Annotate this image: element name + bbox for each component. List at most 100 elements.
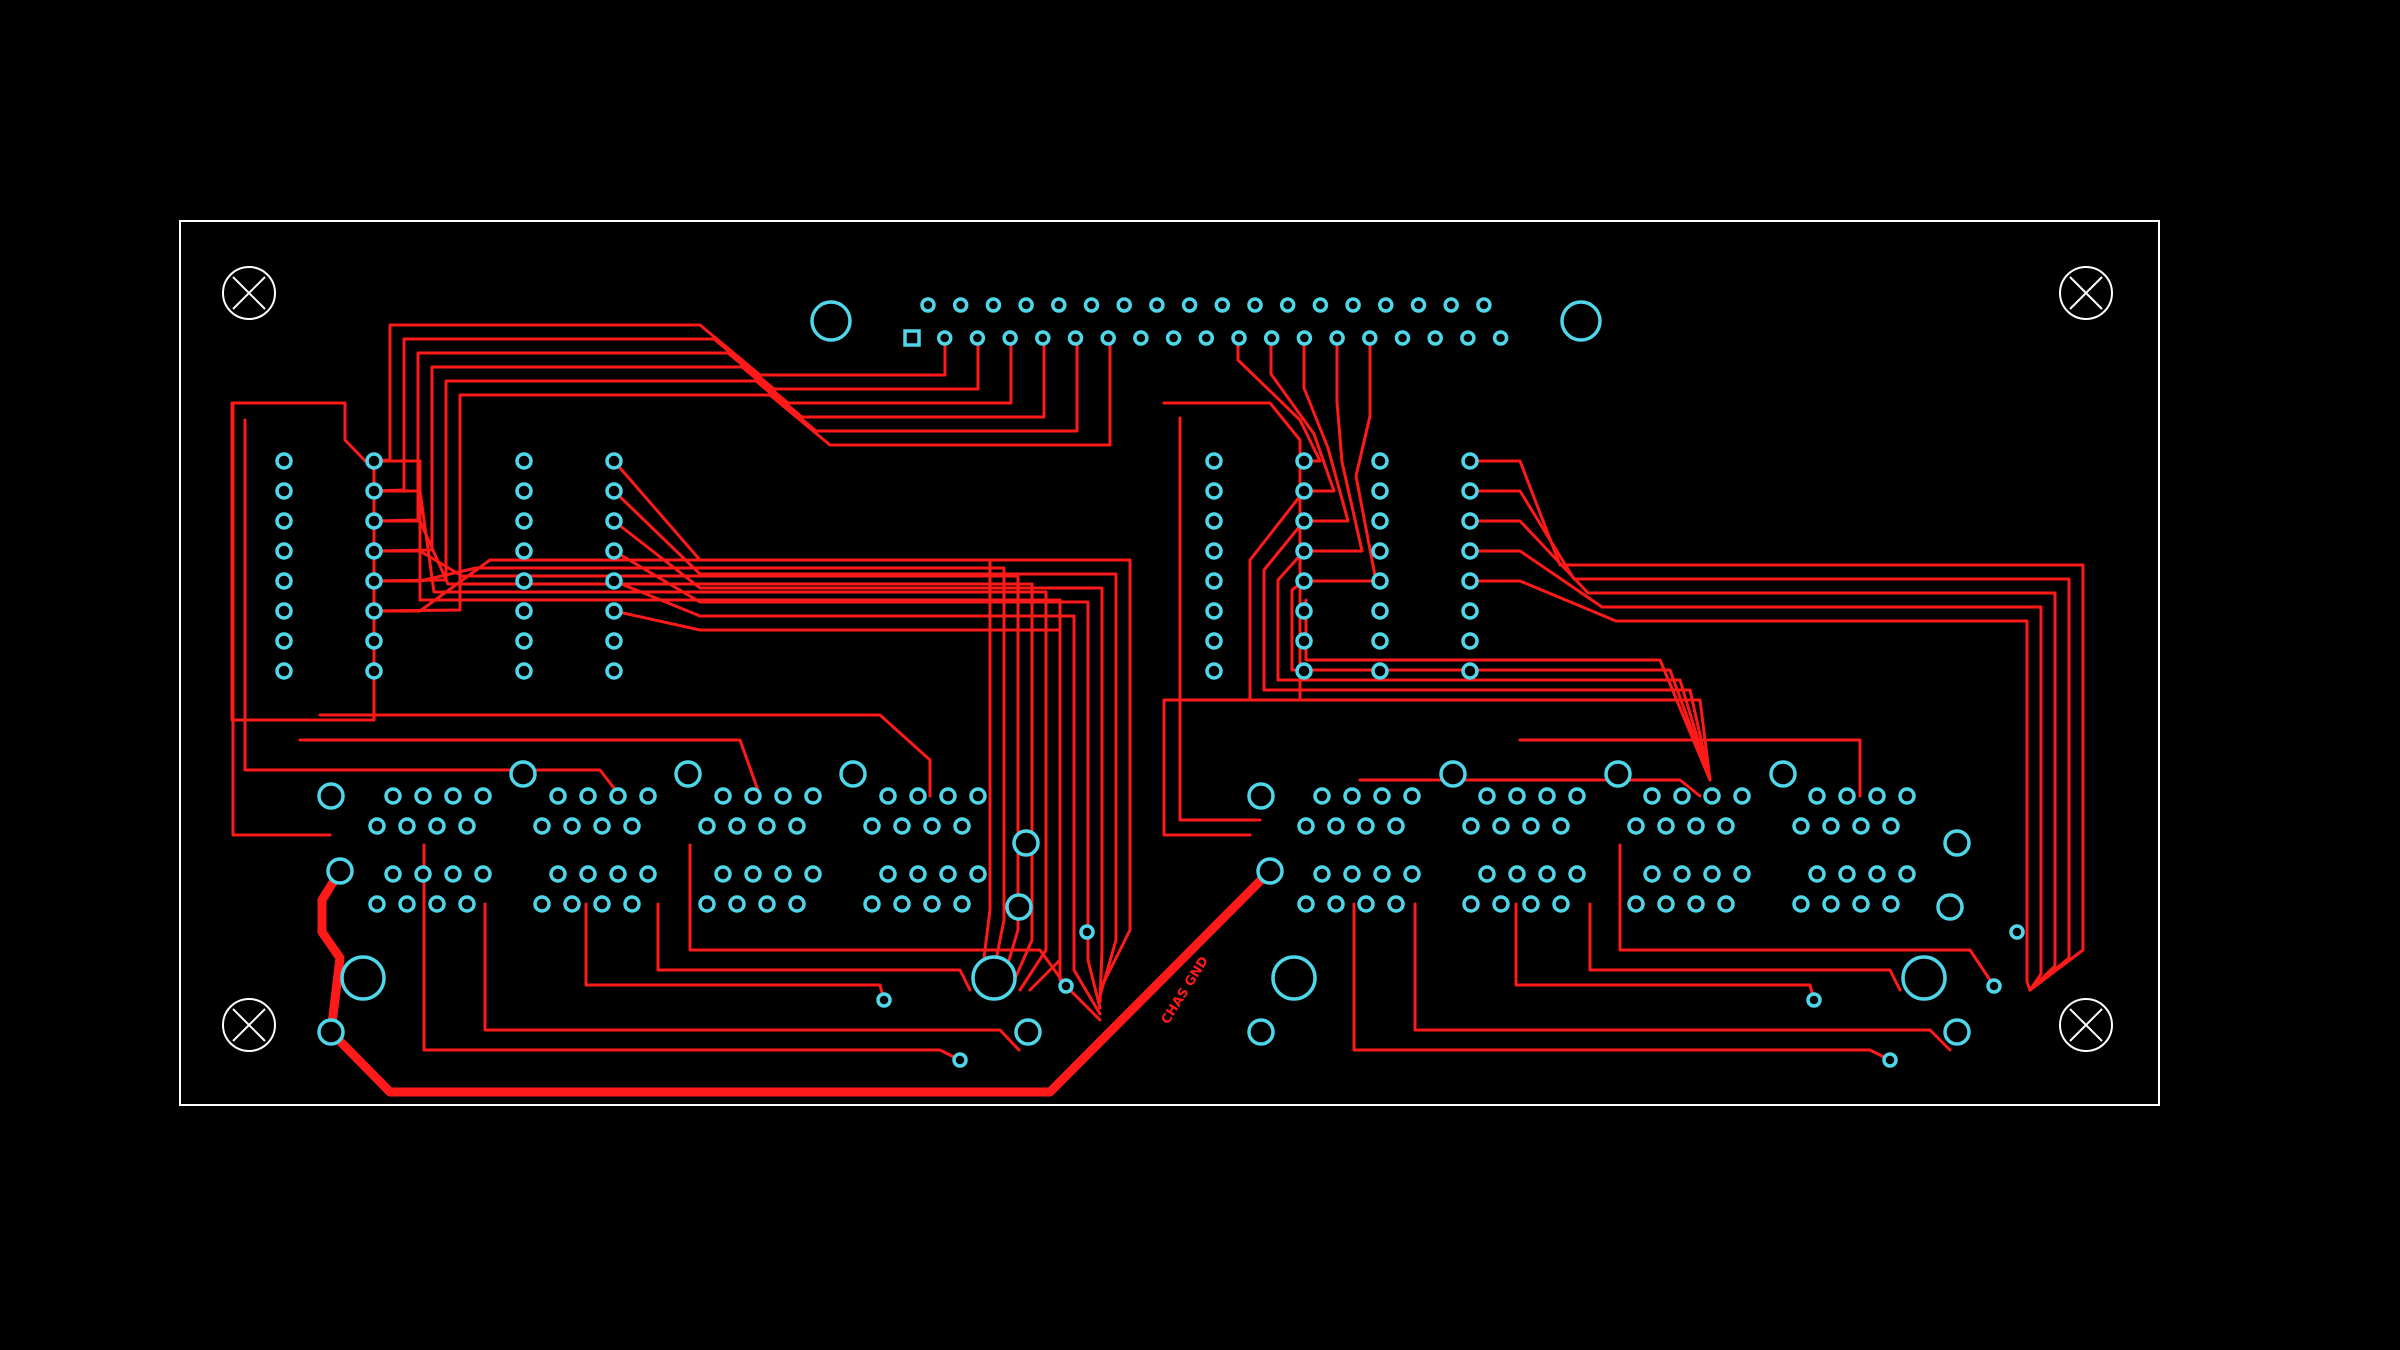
- relay-pin: [414, 787, 432, 805]
- trace: [612, 519, 1104, 1004]
- ic-pin: [275, 602, 293, 620]
- ground-traces: [317, 866, 1275, 1097]
- large-pad: [1769, 760, 1797, 788]
- relay-pin: [1327, 895, 1345, 913]
- trace: [688, 843, 1068, 988]
- relay-pin: [593, 817, 611, 835]
- relay-pin: [863, 817, 881, 835]
- trace: [1290, 579, 1712, 782]
- ic-pin: [605, 632, 623, 650]
- relay-pin: [939, 787, 957, 805]
- ic-pin: [1371, 482, 1389, 500]
- via: [1806, 992, 1822, 1008]
- header-pin: [1083, 297, 1100, 313]
- trace: [1262, 519, 1712, 782]
- header-pin: [1427, 330, 1443, 346]
- relay-pin: [1327, 817, 1345, 835]
- trace: [1413, 902, 1952, 1052]
- ic-pin: [1295, 632, 1313, 650]
- ic-pin: [365, 572, 383, 590]
- relay-pin: [639, 865, 657, 883]
- large-pad: [1943, 1018, 1971, 1046]
- ic-pin: [365, 482, 383, 500]
- ic-pin: [275, 452, 293, 470]
- relay-pin: [728, 895, 746, 913]
- trace: [612, 489, 1118, 998]
- trace: [1588, 902, 1902, 992]
- relay-pin: [533, 817, 551, 835]
- relay-pin: [774, 787, 792, 805]
- x-circle-icon: [222, 998, 276, 1052]
- board-outline: [179, 220, 2160, 1106]
- via: [1986, 978, 2002, 994]
- ic-pin: [1371, 602, 1389, 620]
- relay-pin: [1643, 865, 1661, 883]
- trace: [612, 579, 1102, 1016]
- ic-pin: [365, 632, 383, 650]
- large-pad: [1604, 760, 1632, 788]
- relay-pin: [1627, 817, 1645, 835]
- trace: [372, 519, 1034, 992]
- relay-pin: [1868, 787, 1886, 805]
- relay-pin: [893, 895, 911, 913]
- large-pad: [326, 857, 354, 885]
- trace: [612, 609, 1102, 1022]
- ic-pin: [1371, 662, 1389, 680]
- relay-pin: [1373, 865, 1391, 883]
- relay-pin: [639, 787, 657, 805]
- relay-pin: [1538, 787, 1556, 805]
- trace: [1468, 519, 2057, 992]
- via: [1079, 924, 1095, 940]
- relay-pin: [579, 865, 597, 883]
- ic-pin: [1205, 602, 1223, 620]
- large-pad: [1247, 1018, 1275, 1046]
- relay-pin: [1522, 895, 1540, 913]
- ic-pin: [605, 602, 623, 620]
- trace: [1269, 336, 1336, 493]
- header-pin: [1035, 330, 1051, 346]
- relay-pin: [1792, 895, 1810, 913]
- relay-pin: [1478, 787, 1496, 805]
- ic-pin: [515, 662, 533, 680]
- relay-pin: [1343, 865, 1361, 883]
- relay-pin: [1703, 787, 1721, 805]
- x-circle-icon: [222, 266, 276, 320]
- relay-pin: [1387, 817, 1405, 835]
- ic-pin: [1461, 452, 1479, 470]
- relay-pin: [1868, 865, 1886, 883]
- large-pad: [1014, 1018, 1042, 1046]
- relay-pin: [458, 895, 476, 913]
- relay-pin: [563, 895, 581, 913]
- copper-traces: [230, 323, 2085, 1062]
- large-pad: [509, 760, 537, 788]
- relay-pin: [953, 817, 971, 835]
- relay-pin: [1687, 817, 1705, 835]
- ic-pin: [605, 482, 623, 500]
- relay-pin: [714, 865, 732, 883]
- relay-pin: [1822, 895, 1840, 913]
- relay-pin: [1508, 787, 1526, 805]
- ic-pin: [1371, 632, 1389, 650]
- ic-pin: [1295, 602, 1313, 620]
- relay-pin: [744, 865, 762, 883]
- trace: [1178, 416, 1262, 822]
- trace: [1514, 902, 1816, 1002]
- header-pin: [1198, 330, 1215, 346]
- relay-pin: [1687, 895, 1705, 913]
- relay-pin: [1357, 817, 1375, 835]
- ic-pin: [1205, 632, 1223, 650]
- header-pin: [1116, 297, 1132, 313]
- relay-pin: [1882, 895, 1900, 913]
- trace: [1236, 336, 1322, 463]
- relay-pin: [1297, 895, 1315, 913]
- ic-pin: [605, 542, 623, 560]
- ic-pin: [1461, 512, 1479, 530]
- relay-pin: [1673, 865, 1691, 883]
- trace: [1276, 549, 1712, 782]
- trace: [1468, 489, 2071, 992]
- ic-pin: [1461, 482, 1479, 500]
- relay-pin: [609, 865, 627, 883]
- header-pin: [1362, 330, 1378, 346]
- relay-pin: [758, 817, 776, 835]
